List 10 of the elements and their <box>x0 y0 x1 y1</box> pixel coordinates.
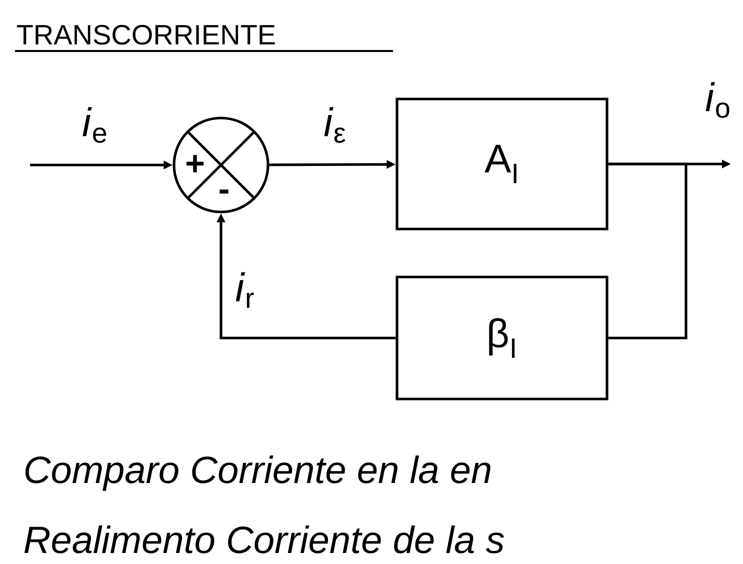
edge-label: i$_{ε}$ <box>324 107 346 143</box>
title: TRANSCORRIENTE <box>16 24 275 45</box>
edge-label: i$_{e}$ <box>82 107 106 143</box>
block-box: A$_{I}$ <box>396 98 608 230</box>
edge-label: i$_{r}$ <box>236 272 254 308</box>
edge-label: i$_{o}$ <box>706 82 730 118</box>
block-box: β$_{I}$ <box>396 276 608 400</box>
summing-junction: + - <box>172 116 270 214</box>
note: Realimento Corriente de la s <box>24 525 504 554</box>
note: Comparo Corriente en la en <box>25 455 490 491</box>
